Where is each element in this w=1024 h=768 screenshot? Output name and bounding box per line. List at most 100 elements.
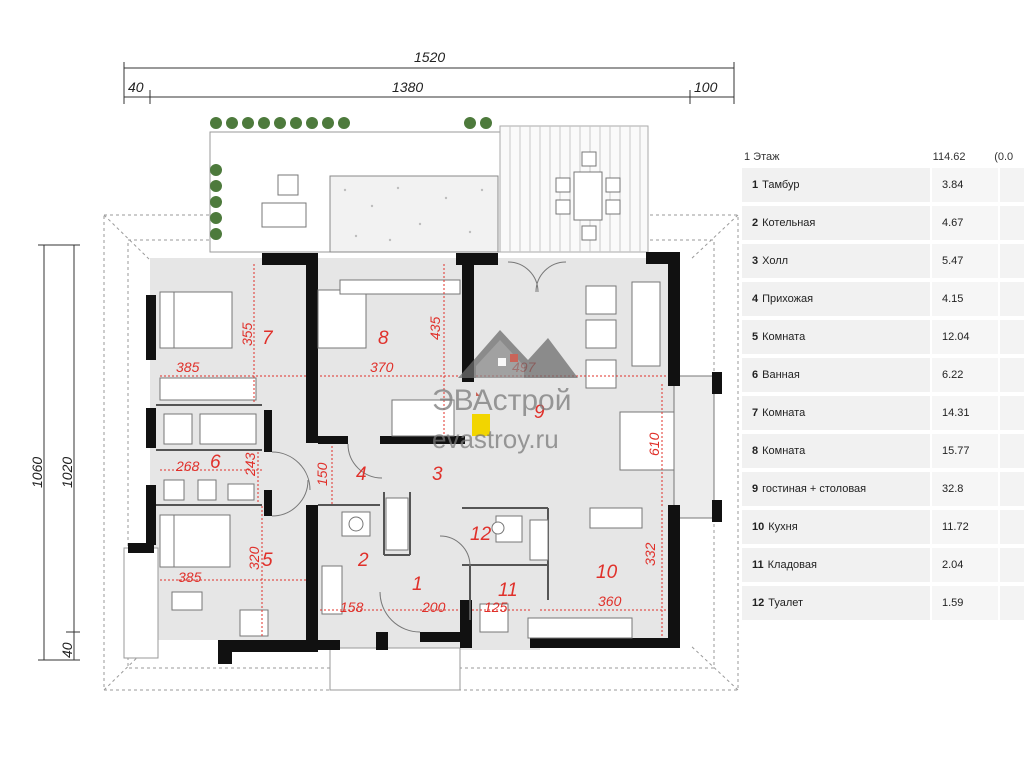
room-dim: 355	[239, 322, 255, 346]
schedule-room-extra	[1000, 206, 1024, 240]
schedule-room-extra	[1000, 358, 1024, 392]
room-dim: 435	[427, 316, 443, 340]
schedule-room-extra	[1000, 282, 1024, 316]
dim-inner-width: 1380	[392, 79, 423, 95]
furniture	[159, 279, 675, 639]
room-number: 8	[378, 328, 389, 349]
schedule-room-label: Тамбур	[762, 179, 800, 191]
room-dim: 360	[598, 593, 622, 609]
schedule-room-number: 2	[752, 217, 759, 229]
dim-inner-depth: 1020	[59, 457, 75, 488]
schedule-room-extra	[1000, 548, 1024, 582]
schedule-room-extra	[1000, 472, 1024, 506]
schedule-room-label: Комната	[762, 331, 806, 343]
schedule-room-area: 4.67	[932, 206, 998, 240]
room-number: 9	[534, 402, 545, 423]
schedule-room-number: 10	[752, 521, 765, 533]
schedule-room-extra	[1000, 434, 1024, 468]
watermark-logo	[458, 330, 578, 396]
room-dim: 385	[176, 359, 200, 375]
bay-window	[673, 375, 715, 519]
room-number: 2	[357, 550, 369, 571]
pool-texture	[343, 186, 484, 242]
room-number: 5	[262, 550, 273, 571]
schedule-extra: (0.0	[994, 151, 1014, 163]
room-number: 4	[356, 464, 367, 485]
measure-lines	[160, 264, 666, 636]
entrance-porch	[329, 647, 461, 691]
schedule-room-label: гостиная + столовая	[762, 483, 867, 495]
room-number: 7	[262, 328, 274, 349]
schedule-floor-label: 1 Этаж	[744, 151, 780, 163]
schedule-room-area: 14.31	[932, 396, 998, 430]
room-dim: 125	[484, 599, 508, 615]
room-dim: 332	[642, 542, 658, 566]
schedule-room-area: 5.47	[932, 244, 998, 278]
schedule-room-area: 15.77	[932, 434, 998, 468]
schedule-room-area: 4.15	[932, 282, 998, 316]
room-dim: 370	[370, 359, 394, 375]
deck-boards	[499, 125, 649, 253]
schedule-room-extra	[1000, 510, 1024, 544]
room-dim: 268	[175, 458, 200, 474]
schedule-room-area: 12.04	[932, 320, 998, 354]
door-swings	[271, 261, 567, 633]
dim-bottom-offset: 40	[59, 642, 75, 658]
schedule-room-area: 3.84	[932, 168, 998, 202]
schedule-room-label: Комната	[762, 445, 806, 457]
schedule-room-area: 6.22	[932, 358, 998, 392]
schedule-room-extra	[1000, 320, 1024, 354]
walls	[128, 252, 680, 664]
schedule-room-label: Котельная	[762, 217, 816, 229]
schedule-room-label: Кладовая	[767, 559, 817, 571]
top-dimensions	[123, 62, 735, 104]
room-dim: 158	[340, 599, 364, 615]
left-planter	[123, 547, 159, 659]
room-dim: 320	[246, 546, 262, 570]
left-dimensions	[38, 244, 80, 661]
room-dim: 610	[646, 432, 662, 456]
schedule-room-number: 5	[752, 331, 759, 343]
schedule-total-area: 114.62	[932, 151, 966, 163]
schedule-room-number: 1	[752, 179, 759, 191]
schedule-room-area: 11.72	[932, 510, 998, 544]
schedule-room-number: 6	[752, 369, 759, 381]
schedule-room-number: 8	[752, 445, 759, 457]
schedule-room-extra	[1000, 396, 1024, 430]
schedule-header: 1 Этаж 114.62 (0.0	[742, 146, 1024, 168]
schedule-room-extra	[1000, 586, 1024, 620]
floor-plan: 1520 40 1380 100 1060 1020 40	[29, 49, 739, 691]
terrace-furniture	[261, 151, 621, 241]
schedule-room-number: 12	[752, 597, 765, 609]
hedge-plants	[210, 117, 492, 240]
room-number: 10	[596, 562, 618, 583]
room-number: 12	[470, 524, 492, 545]
schedule-room-number: 4	[752, 293, 759, 305]
boiler-yellow	[472, 414, 490, 436]
bay-window-frame-top	[712, 372, 722, 394]
schedule-room-number: 3	[752, 255, 759, 267]
schedule-room-label: Кухня	[768, 521, 798, 533]
room-dim: 385	[178, 569, 202, 585]
schedule-room-area: 32.8	[932, 472, 998, 506]
dim-overall-depth: 1060	[29, 457, 45, 488]
schedule-room-label: Прихожая	[762, 293, 814, 305]
schedule-room-area: 1.59	[932, 586, 998, 620]
watermark-brand: ЭВАстрой	[432, 384, 571, 417]
